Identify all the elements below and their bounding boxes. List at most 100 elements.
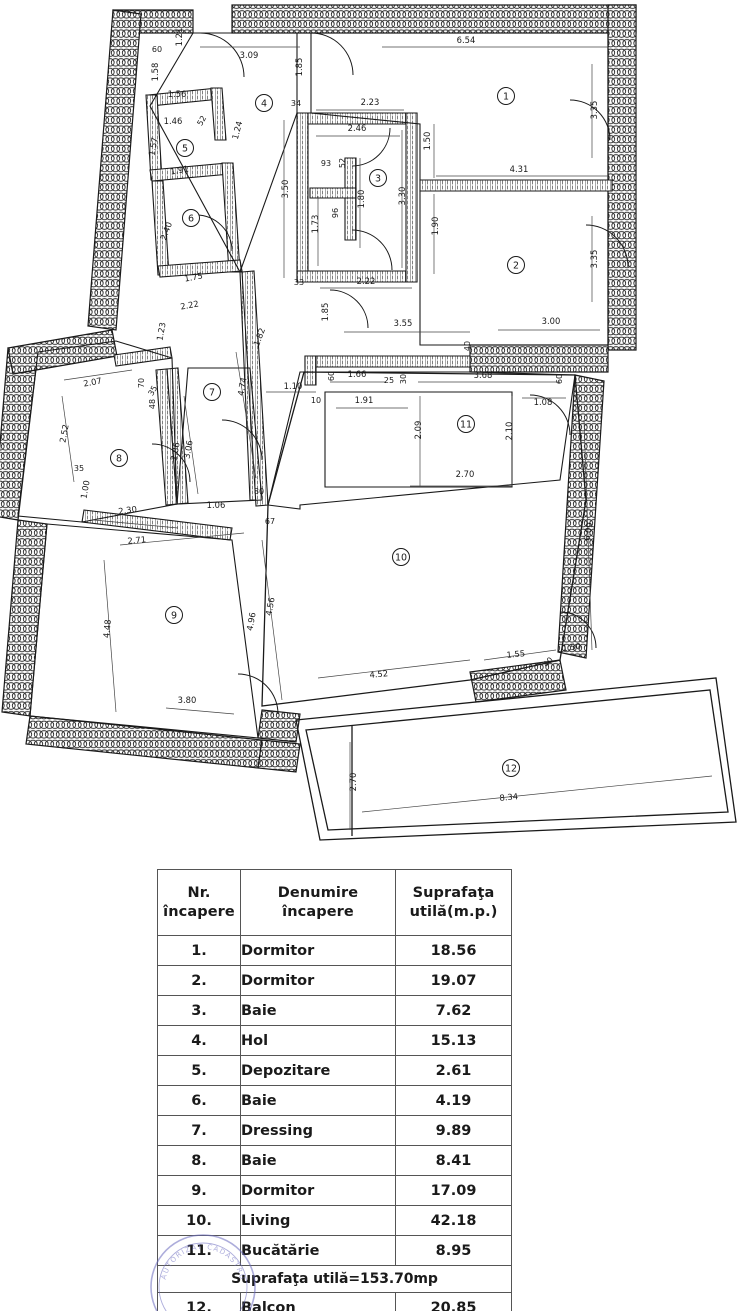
dimension-label: 1.91 bbox=[355, 395, 374, 405]
room-marker-1: 1 bbox=[497, 87, 515, 105]
dimension-label: 3.50 bbox=[280, 180, 290, 199]
dimension-label: 33 bbox=[294, 278, 304, 287]
room-marker-3: 3 bbox=[369, 169, 387, 187]
dimension-label: 10 bbox=[311, 396, 321, 405]
dimension-label: 1.21 bbox=[174, 28, 184, 47]
room-marker-number: 6 bbox=[188, 214, 194, 225]
dimension-label: 1.91 bbox=[169, 164, 189, 177]
room-marker-8: 8 bbox=[110, 449, 128, 467]
dimension-label: 2.30 bbox=[118, 504, 138, 516]
living-balcony-outline bbox=[261, 371, 737, 841]
dimension-label: 2.52 bbox=[58, 423, 71, 443]
cell-name: Baie bbox=[240, 1145, 396, 1176]
dimension-label: 25 bbox=[384, 376, 394, 385]
dimension-label: 60 bbox=[152, 45, 162, 54]
room-marker-6: 6 bbox=[182, 209, 200, 227]
dimension-label: 1.08 bbox=[534, 397, 553, 407]
room-marker-number: 5 bbox=[182, 144, 188, 155]
room-marker-10: 10 bbox=[392, 548, 410, 566]
room-marker-11: 11 bbox=[457, 415, 475, 433]
room-marker-12: 12 bbox=[502, 759, 520, 777]
room-marker-number: 11 bbox=[460, 420, 472, 431]
dimension-label: 1.00 bbox=[79, 479, 92, 499]
dimension-label: 2.09 bbox=[413, 421, 423, 440]
header-nr: Nr. încapere bbox=[157, 869, 241, 936]
dimension-label: 3.80 bbox=[178, 695, 197, 705]
subtotal-utila: Suprafaţa utilă=153.70mp bbox=[157, 1265, 512, 1293]
dimension-label: 60 bbox=[327, 371, 336, 381]
dimension-label: 96 bbox=[331, 208, 340, 218]
cell-name: Balcon bbox=[240, 1292, 396, 1311]
room-marker-circle bbox=[497, 87, 515, 105]
room-marker-circle bbox=[502, 759, 520, 777]
dimension-label: 52 bbox=[195, 114, 208, 127]
room-marker-circle bbox=[255, 94, 273, 112]
cell-nr: 5. bbox=[157, 1055, 241, 1086]
room-marker-number: 4 bbox=[261, 99, 267, 110]
dimension-label: 4.48 bbox=[101, 619, 113, 638]
cell-name: Baie bbox=[240, 995, 396, 1026]
dimension-label: 60 bbox=[555, 374, 564, 384]
room-marker-number: 3 bbox=[375, 174, 381, 185]
dimension-label: 6.09 bbox=[582, 521, 595, 541]
subtotal-utila-row: Suprafaţa utilă=153.70mp bbox=[157, 1265, 512, 1293]
dimension-label: 34 bbox=[291, 99, 301, 108]
cell-area: 4.19 bbox=[395, 1085, 512, 1116]
room-marker-number: 12 bbox=[505, 764, 517, 775]
dimension-label: 3.09 bbox=[240, 50, 259, 60]
dimension-label: 1.06 bbox=[207, 500, 226, 510]
cell-nr: 7. bbox=[157, 1115, 241, 1146]
cell-nr: 8. bbox=[157, 1145, 241, 1176]
dimension-label: 1.85 bbox=[320, 303, 330, 322]
dimension-label: 2.22 bbox=[357, 276, 376, 286]
dimension-label: 1.57 bbox=[147, 136, 160, 156]
room-marker-2: 2 bbox=[507, 256, 525, 274]
dimension-label: 3.00 bbox=[542, 316, 561, 326]
room-marker-circle bbox=[392, 548, 410, 566]
dimension-label: 4.74 bbox=[236, 376, 249, 396]
cell-area: 8.41 bbox=[395, 1145, 512, 1176]
dimension-label: 30 bbox=[399, 374, 408, 384]
dimension-label: 67 bbox=[265, 517, 275, 526]
dimension-label: 2.23 bbox=[361, 97, 380, 107]
dimension-label: 1.80 bbox=[356, 190, 366, 209]
cell-nr: 6. bbox=[157, 1085, 241, 1116]
header-name-line2: încapere bbox=[282, 903, 354, 920]
dimension-label: 1.50 bbox=[562, 641, 582, 653]
cell-area: 9.89 bbox=[395, 1115, 512, 1146]
dimension-label: 2.86 bbox=[169, 441, 182, 461]
header-name: Denumire încapere bbox=[240, 869, 396, 936]
room-schedule-table: Nr. încapere Denumire încapere Suprafaţa… bbox=[157, 869, 512, 1311]
dimension-label: 35 bbox=[74, 464, 84, 473]
dimension-label: 2.10 bbox=[504, 422, 514, 441]
cell-nr: 3. bbox=[157, 995, 241, 1026]
dimension-label: 1.66 bbox=[348, 369, 367, 379]
cell-name: Living bbox=[240, 1205, 396, 1236]
dimension-label: 1.58 bbox=[150, 63, 160, 82]
dimension-label: 93 bbox=[321, 159, 331, 168]
dimension-label: 3.35 bbox=[589, 250, 599, 269]
cell-name: Hol bbox=[240, 1025, 396, 1056]
room-marker-number: 7 bbox=[209, 388, 215, 399]
room-marker-circle bbox=[110, 449, 128, 467]
dimension-label: 35 bbox=[146, 384, 159, 397]
room-marker-circle bbox=[165, 606, 183, 624]
table-header-row: Nr. încapere Denumire încapere Suprafaţa… bbox=[157, 869, 512, 936]
dimension-label: 4.96 bbox=[245, 611, 258, 631]
exterior-walls bbox=[0, 4, 637, 773]
room-marker-7: 7 bbox=[203, 383, 221, 401]
cell-area: 20.85 bbox=[395, 1292, 512, 1311]
dimension-label: 2.46 bbox=[348, 123, 367, 133]
room-marker-9: 9 bbox=[165, 606, 183, 624]
cell-nr: 1. bbox=[157, 935, 241, 966]
room-marker-number: 2 bbox=[513, 261, 519, 272]
